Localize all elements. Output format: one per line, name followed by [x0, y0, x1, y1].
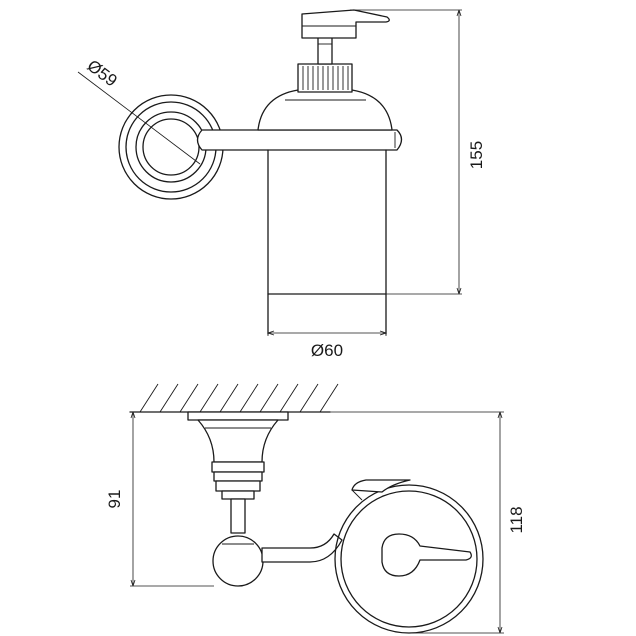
dim-projection-total-label: 118 — [507, 506, 526, 533]
wall-surface — [129, 383, 339, 413]
glass-bottle — [267, 149, 387, 335]
dim-total-height-label: 155 — [467, 141, 486, 169]
dim-bottle-diameter: Ø60 — [267, 294, 387, 360]
support-arm — [196, 129, 403, 151]
side-arm — [261, 533, 343, 563]
dim-projection-total: 118 — [330, 411, 526, 634]
dispenser-dome — [257, 89, 393, 131]
dim-rosette-diameter-label: Ø59 — [84, 56, 121, 91]
dim-total-height: 155 — [350, 9, 486, 295]
dim-bottle-diameter-label: Ø60 — [311, 341, 343, 360]
dim-projection-wall-label: 91 — [105, 490, 124, 509]
mount-stem — [212, 498, 264, 587]
pump-stem — [317, 35, 333, 65]
pump-collar — [297, 63, 353, 93]
dim-rosette-diameter: Ø59 — [77, 56, 201, 165]
side-view: 91 118 — [105, 383, 526, 634]
wall-mount — [187, 411, 289, 500]
pump-lever — [381, 533, 472, 577]
dim-projection-wall: 91 — [105, 411, 214, 587]
pump-head — [301, 9, 390, 39]
front-view: Ø59 Ø60 155 — [77, 9, 486, 360]
